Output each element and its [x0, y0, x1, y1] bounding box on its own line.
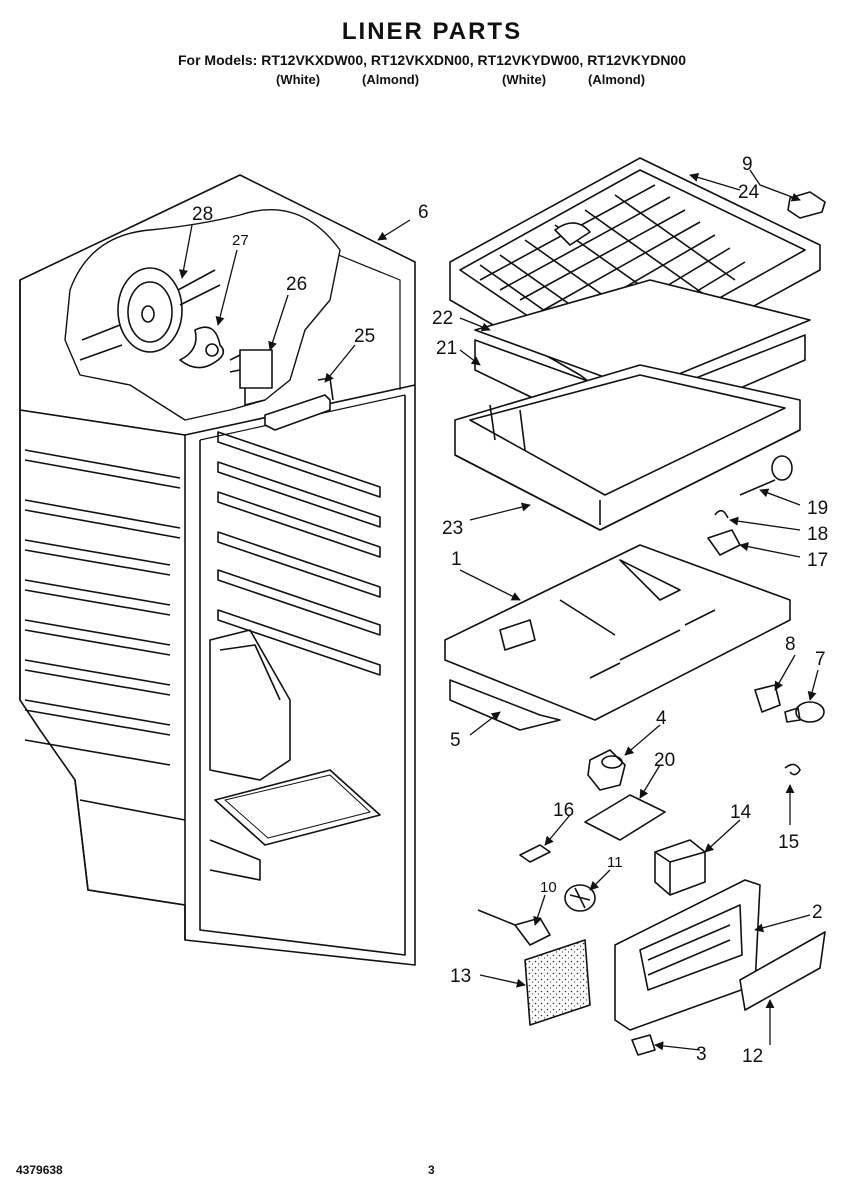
label-1: 1 — [451, 549, 462, 570]
light-bulb-part-7 — [784, 701, 825, 723]
label-3: 3 — [696, 1044, 707, 1065]
label-13: 13 — [450, 966, 471, 987]
label-7: 7 — [815, 649, 826, 670]
spacer-part-18 — [714, 509, 729, 519]
color-almond-2: (Almond) — [588, 72, 646, 87]
wire-part-15 — [784, 763, 801, 776]
label-23: 23 — [442, 518, 463, 539]
insulation-part-5 — [449, 679, 561, 731]
label-15: 15 — [778, 832, 799, 853]
label-2: 2 — [812, 902, 823, 923]
light-socket-part-8 — [754, 684, 781, 713]
models-line: For Models: RT12VKXDW00, RT12VKXDN00, RT… — [177, 52, 687, 68]
label-24: 24 — [738, 182, 760, 203]
damper-knob-part-11 — [564, 884, 596, 912]
label-14: 14 — [730, 802, 752, 823]
pin-part-19 — [739, 455, 793, 496]
plate-part-12 — [739, 931, 826, 1011]
housing-part-2 — [614, 879, 761, 1031]
label-22: 22 — [432, 308, 453, 329]
label-27: 27 — [232, 232, 249, 249]
label-28: 28 — [192, 204, 213, 225]
thermostat-part-4 — [587, 749, 626, 791]
document-number: 4379638 — [16, 1163, 63, 1177]
part-labels: 28 27 26 25 6 9 24 22 21 23 1 19 18 17 8… — [192, 154, 828, 1067]
clip-part-16 — [519, 844, 551, 863]
label-8: 8 — [785, 634, 796, 655]
color-almond-1: (Almond) — [362, 72, 420, 87]
page-number: 3 — [428, 1163, 435, 1177]
fan-motor-part-26 — [229, 349, 273, 406]
label-6: 6 — [418, 202, 429, 223]
cap-part-3 — [631, 1034, 656, 1056]
label-9: 9 — [742, 154, 753, 175]
label-21: 21 — [436, 338, 457, 359]
cup-part-17 — [707, 529, 741, 556]
label-12: 12 — [742, 1046, 763, 1067]
control-part-10 — [477, 909, 551, 946]
label-20: 20 — [654, 750, 675, 771]
fan-blade-part-27 — [179, 326, 225, 369]
color-white-2: (White) — [502, 72, 547, 87]
label-5: 5 — [450, 730, 461, 751]
label-10: 10 — [540, 879, 557, 896]
label-19: 19 — [807, 498, 828, 519]
label-17: 17 — [807, 550, 828, 571]
page-title: LINER PARTS — [341, 18, 523, 45]
shelf-clip-part-9 — [787, 191, 826, 219]
label-11: 11 — [607, 854, 623, 871]
filter-part-13 — [524, 939, 591, 1026]
label-16: 16 — [553, 800, 574, 821]
label-25: 25 — [354, 326, 375, 347]
label-18: 18 — [807, 524, 828, 545]
label-26: 26 — [286, 274, 307, 295]
control-housing-part-1 — [444, 544, 791, 721]
fan-housing-part-28 — [79, 267, 221, 361]
box-part-14 — [654, 839, 706, 896]
color-white-1: (White) — [276, 72, 321, 87]
label-4: 4 — [656, 708, 667, 729]
control-board-part-20 — [584, 794, 666, 841]
pan-frame-part-23 — [454, 364, 801, 531]
cover-part-22 — [474, 279, 811, 391]
